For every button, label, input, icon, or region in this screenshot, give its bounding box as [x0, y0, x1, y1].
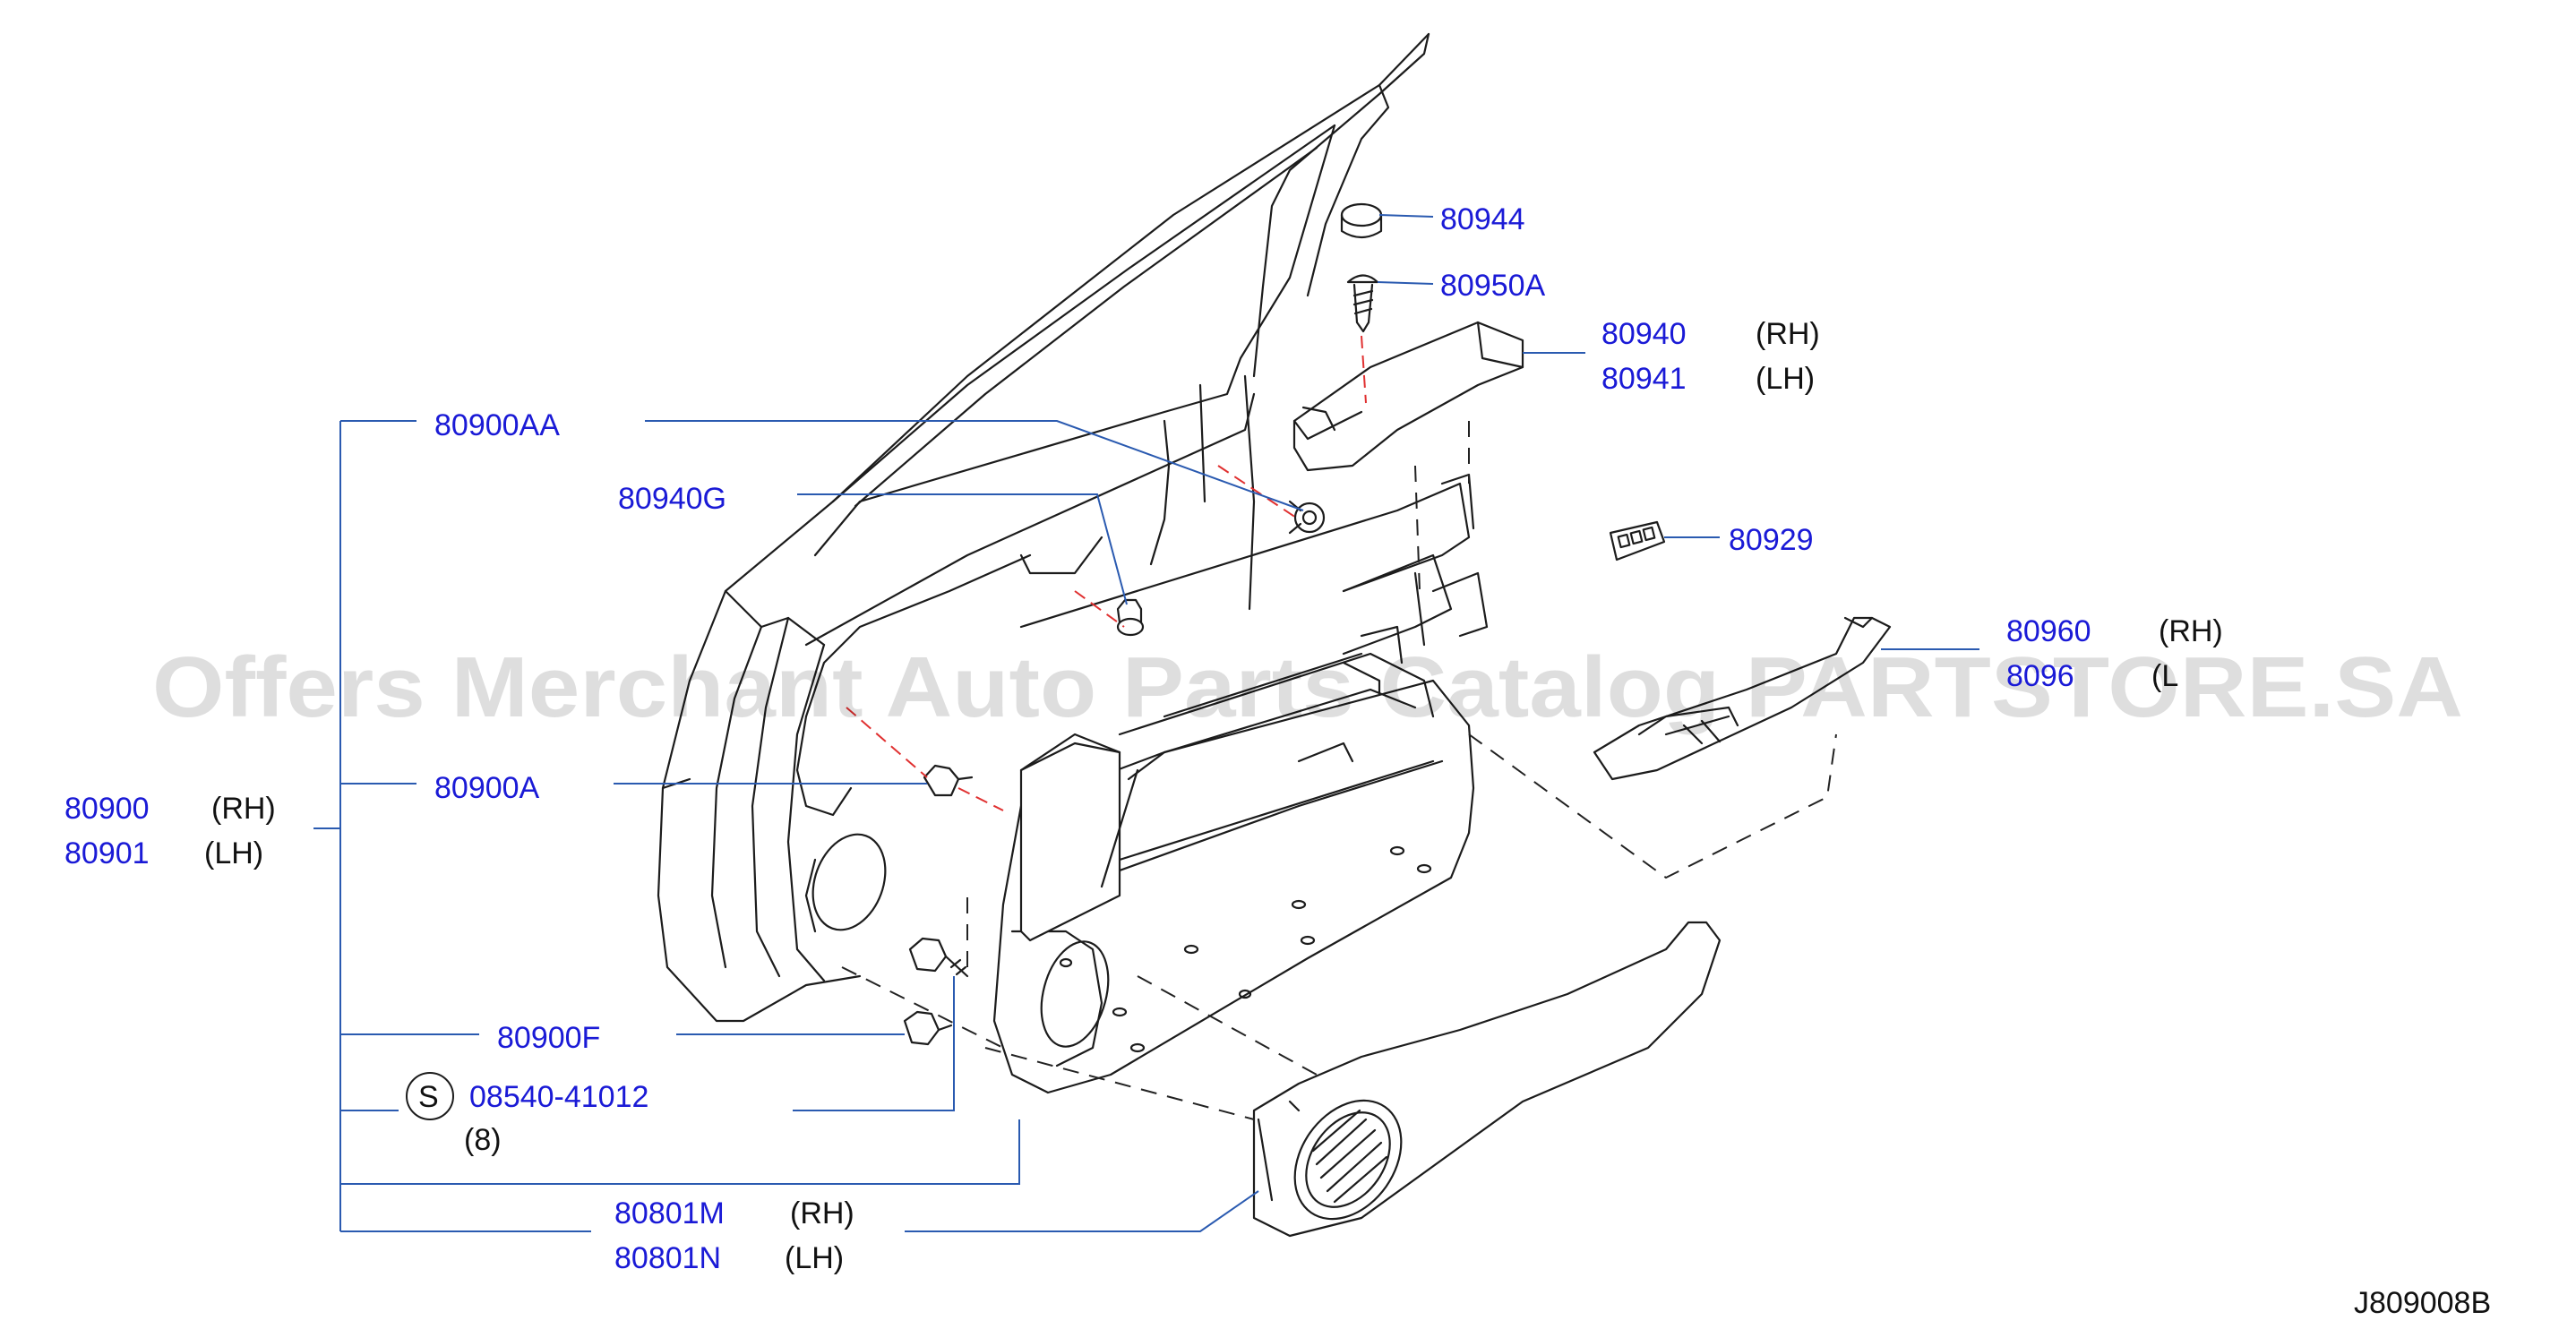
assembly-dashed-lines: [841, 421, 1837, 1120]
part-80940-number[interactable]: 80940: [1601, 317, 1687, 351]
part-80950A-number[interactable]: 80950A: [1440, 269, 1546, 303]
finisher-80940-drawing: [1292, 321, 1524, 472]
part-80900F-number[interactable]: 80900F: [497, 1021, 600, 1055]
door-trim-panel-drawing: [992, 652, 1475, 1094]
screw-08540-drawing: [908, 937, 969, 978]
pocket-80801M-drawing: [1252, 921, 1722, 1238]
part-80900-number[interactable]: 80900: [64, 792, 150, 826]
part-80801N-number[interactable]: 80801N: [614, 1241, 721, 1275]
switch-finisher-80960-drawing: [1593, 616, 1892, 781]
part-80929-number[interactable]: 80929: [1729, 523, 1814, 557]
standard-part-symbol: S: [418, 1080, 439, 1114]
part-80901-number[interactable]: 80901: [64, 836, 150, 870]
part-08540-41012-qty: (8): [464, 1123, 502, 1157]
part-80801N-side: (LH): [785, 1241, 844, 1275]
part-80941-number[interactable]: 80941: [1601, 362, 1687, 396]
clip-80900F-drawing: [903, 1010, 953, 1046]
leader-lines: [313, 214, 1979, 1232]
part-80900AA-number[interactable]: 80900AA: [434, 408, 560, 442]
clip-80900A-drawing: [923, 764, 974, 797]
watermark-text: Offers Merchant Auto Parts Catalog PARTS…: [152, 639, 2463, 735]
part-80941-side: (LH): [1756, 362, 1815, 396]
part-80801M-side: (RH): [790, 1196, 854, 1230]
standard-part-symbol-circle: [406, 1072, 454, 1120]
part-80960-number[interactable]: 80960: [2006, 614, 2091, 648]
part-80900A-number[interactable]: 80900A: [434, 771, 540, 805]
part-80961-number[interactable]: 8096: [2006, 659, 2074, 693]
alignment-lines: [846, 335, 1367, 811]
door-frame-drawing: [657, 32, 1430, 1023]
part-80960-side: (RH): [2159, 614, 2223, 648]
clip-80900AA-drawing: [1288, 500, 1326, 535]
part-80901-side: (LH): [204, 836, 263, 870]
part-80944-number[interactable]: 80944: [1440, 202, 1525, 236]
part-80940G-number[interactable]: 80940G: [618, 482, 726, 516]
part-80940-side: (RH): [1756, 317, 1820, 351]
part-80961-side: (L: [2151, 659, 2178, 693]
clip-80940G-drawing: [1116, 598, 1145, 637]
diagram-code: J809008B: [2354, 1286, 2491, 1320]
part-08540-41012-number[interactable]: 08540-41012: [469, 1080, 648, 1114]
switch-80929-drawing: [1609, 520, 1666, 562]
cap-80944-drawing: [1340, 202, 1383, 239]
screw-80950A-drawing: [1346, 274, 1379, 333]
part-80801M-number[interactable]: 80801M: [614, 1196, 725, 1230]
part-80900-side: (RH): [211, 792, 276, 826]
